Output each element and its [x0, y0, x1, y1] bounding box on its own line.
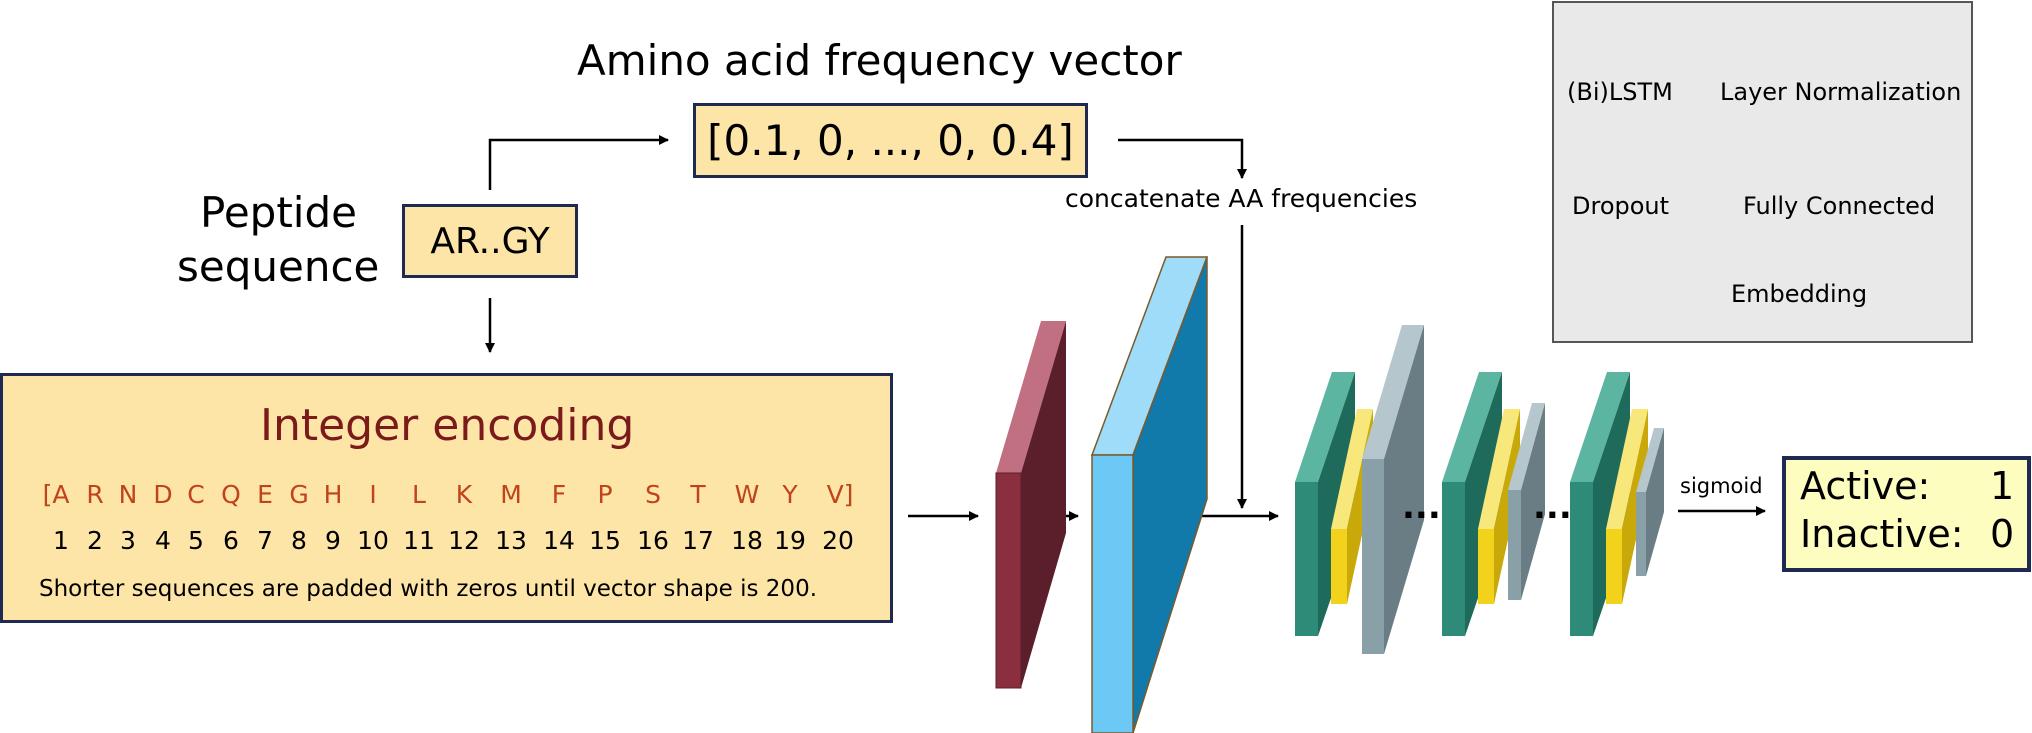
integer-code: 18 [731, 526, 763, 555]
integer-code: 1 [53, 526, 69, 555]
inactive-value: 0 [1990, 512, 2015, 556]
integer-code: 12 [448, 526, 480, 555]
embedding-layer [995, 321, 1066, 689]
peptide-label-line1: Peptide [200, 188, 357, 237]
amino-acid-letter: K [455, 480, 473, 509]
freq-vector-title: Amino acid frequency vector [577, 36, 1182, 85]
amino-acid-letter: L [412, 480, 426, 509]
integer-code: 11 [403, 526, 435, 555]
peptide-label-line2: sequence [177, 242, 380, 291]
amino-acid-letter: [A [42, 480, 70, 509]
arrow-freq-to-concat [1118, 138, 1247, 179]
freq-vector-value: [0.1, 0, ..., 0, 0.4] [707, 116, 1074, 165]
amino-acid-letter: F [551, 480, 567, 509]
integer-encoding-title: Integer encoding [260, 400, 635, 451]
freq-vector-box: [0.1, 0, ..., 0, 0.4] [693, 103, 1088, 178]
amino-acid-letter: G [289, 480, 309, 509]
amino-acid-letter: I [369, 480, 377, 509]
amino-acid-letter: M [500, 480, 522, 509]
fully-connected-slab [1362, 325, 1424, 654]
dropout-slab [1478, 409, 1520, 604]
amino-acid-letter: E [257, 480, 273, 509]
integer-code: 9 [325, 526, 341, 555]
legend-dropout-label: Dropout [1572, 192, 1670, 220]
integer-code: 3 [120, 526, 136, 555]
integer-code: 2 [87, 526, 103, 555]
bilstm-layer [1090, 256, 1209, 733]
amino-acid-letter: C [187, 480, 205, 509]
amino-acid-letter: V] [826, 480, 854, 509]
legend-layer-norm-label: Layer Normalization [1720, 78, 1962, 106]
integer-code: 14 [543, 526, 575, 555]
integer-code: 10 [357, 526, 389, 555]
integer-code: 13 [495, 526, 527, 555]
arrow-peptide-to-freq [488, 135, 669, 190]
dense-block-1 [1295, 325, 1424, 654]
amino-acid-letter: T [690, 480, 706, 509]
legend-fully-connected-label: Fully Connected [1743, 192, 1936, 220]
amino-acid-letter: H [323, 480, 343, 509]
concatenate-label: concatenate AA frequencies [1065, 184, 1418, 213]
dense-block-2 [1442, 372, 1545, 636]
integer-code: 5 [188, 526, 204, 555]
legend-embedding-label: Embedding [1731, 280, 1868, 308]
amino-acid-letter: Y [782, 480, 798, 509]
amino-acid-letter: W [734, 480, 760, 509]
amino-acid-letter: D [153, 480, 173, 509]
peptide-box: AR..GY [402, 204, 578, 278]
amino-acid-letter: Q [221, 480, 241, 509]
padding-note: Shorter sequences are padded with zeros … [39, 576, 818, 602]
dropout-slab [1606, 409, 1648, 604]
dense-block-3 [1570, 372, 1664, 636]
integer-code: 17 [682, 526, 714, 555]
amino-acid-letter: R [86, 480, 104, 509]
integer-code: 8 [291, 526, 307, 555]
amino-acid-letter: P [597, 480, 613, 509]
integer-code: 16 [637, 526, 669, 555]
integer-code: 6 [223, 526, 239, 555]
inactive-label: Inactive: [1800, 512, 1964, 556]
ellipsis-2: ... [1533, 487, 1572, 527]
amino-acid-letter: N [118, 480, 138, 509]
active-value: 1 [1990, 464, 2015, 508]
legend-bilstm-label: (Bi)LSTM [1567, 78, 1673, 106]
integer-code: 7 [257, 526, 273, 555]
integer-code: 20 [822, 526, 854, 555]
integer-code: 4 [155, 526, 171, 555]
integer-code: 19 [774, 526, 806, 555]
amino-acid-letter: S [645, 480, 661, 509]
fully-connected-slab [1636, 428, 1664, 576]
output-box: Active: 1 Inactive: 0 [1782, 456, 2031, 572]
fully-connected-slab [1508, 403, 1545, 600]
sigmoid-label: sigmoid [1680, 474, 1763, 498]
legend [1552, 1, 1973, 343]
peptide-value: AR..GY [430, 220, 550, 262]
ellipsis-1: ... [1402, 487, 1441, 527]
active-label: Active: [1800, 464, 1931, 508]
integer-code: 15 [589, 526, 621, 555]
integer-encoding-box: Integer encoding [A R N D C Q E G H I L … [0, 373, 893, 623]
